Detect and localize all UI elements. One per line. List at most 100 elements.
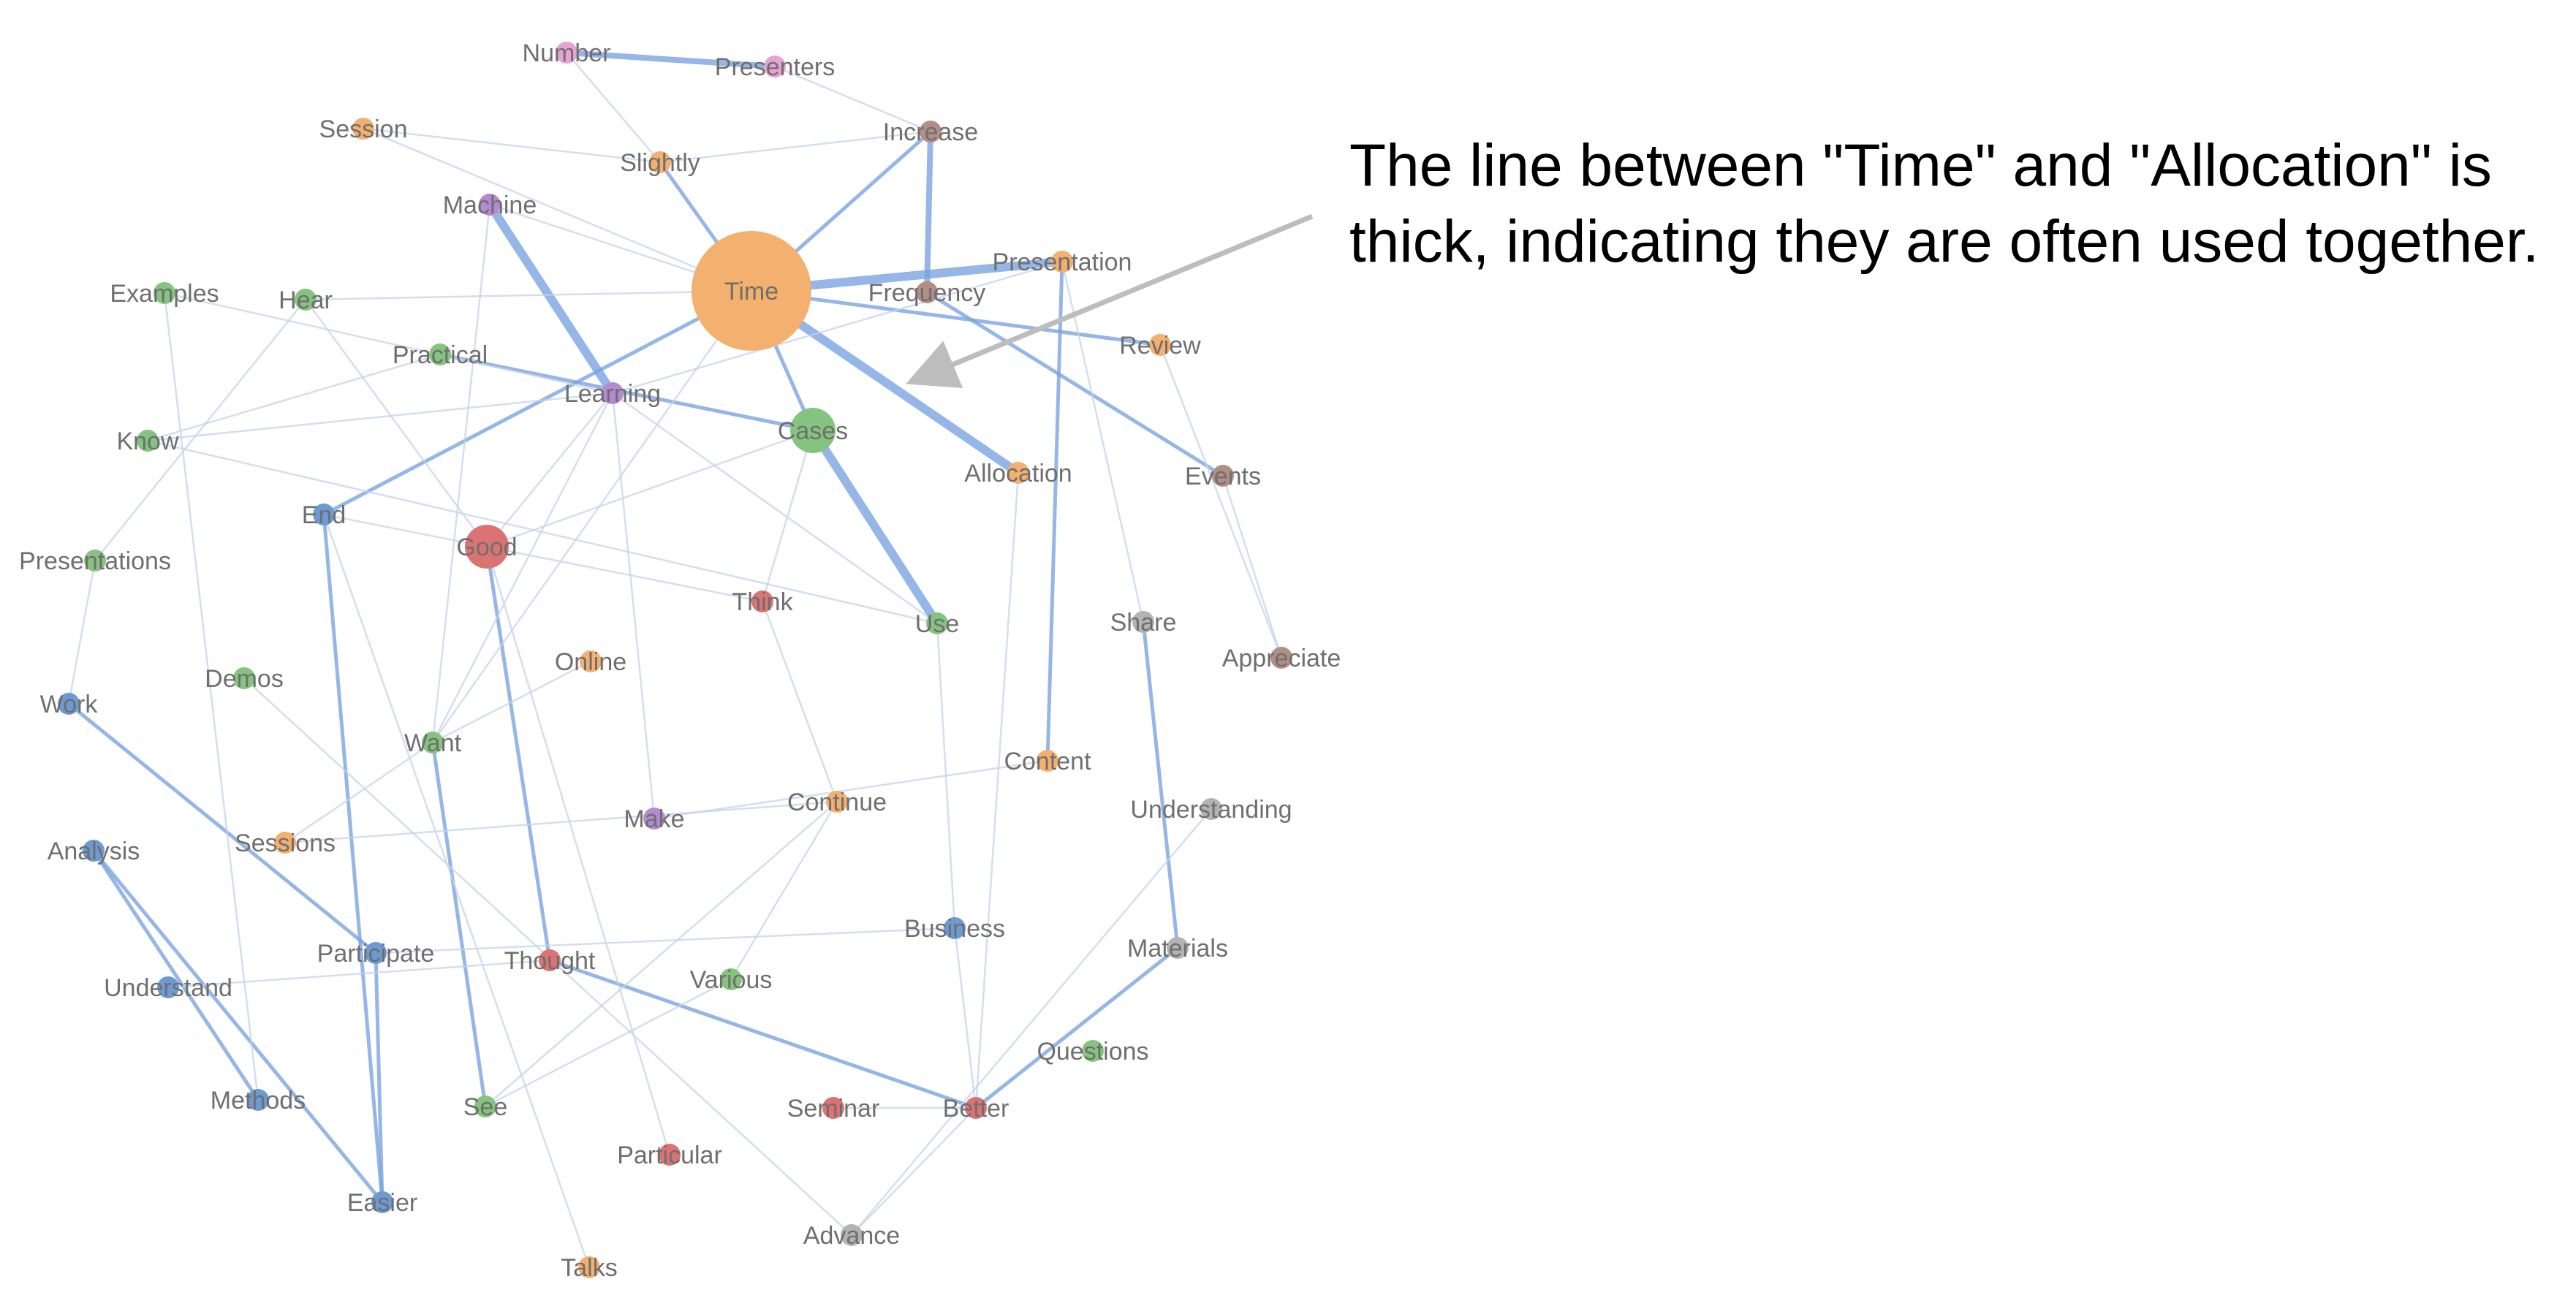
node-machine: Machine xyxy=(443,191,537,219)
edge-good-particular xyxy=(485,545,671,1156)
edge-end-think xyxy=(322,513,764,603)
node-practical: Practical xyxy=(393,341,488,369)
node-questions: Questions xyxy=(1037,1038,1148,1066)
node-circle-use xyxy=(926,612,948,634)
node-circle-make xyxy=(643,808,665,829)
node-events: Events xyxy=(1185,463,1261,490)
edge-frequency-events xyxy=(925,290,1225,478)
edge-increase-frequency xyxy=(924,129,933,295)
edge-share-materials xyxy=(1141,620,1180,950)
edge-slightly-increase xyxy=(659,130,932,164)
node-label-number: Number xyxy=(523,39,611,67)
edge-analysis-easier xyxy=(91,848,384,1204)
node-circle-think xyxy=(751,590,773,612)
node-circle-various xyxy=(720,968,742,990)
node-circle-learning xyxy=(602,382,624,404)
node-want: Want xyxy=(404,729,462,757)
node-circle-online xyxy=(580,650,602,672)
node-label-know: Know xyxy=(116,428,178,455)
edge-hear-time xyxy=(304,289,753,301)
node-label-participate: Participate xyxy=(317,940,435,968)
edge-continue-see xyxy=(484,800,838,1108)
node-content: Content xyxy=(1004,748,1091,775)
edge-participate-business xyxy=(374,927,956,954)
node-appreciate: Appreciate xyxy=(1222,645,1341,672)
edge-hear-good xyxy=(304,298,488,548)
node-allocation: Allocation xyxy=(964,460,1072,487)
edge-want-sessions xyxy=(284,741,434,844)
node-presentation: Presentation xyxy=(993,248,1132,276)
node-understanding: Understanding xyxy=(1130,796,1292,824)
node-label-understand: Understand xyxy=(104,974,232,1002)
node-circle-practical xyxy=(429,343,451,365)
node-continue: Continue xyxy=(787,789,887,816)
node-presenters: Presenters xyxy=(715,53,835,81)
node-various: Various xyxy=(690,966,773,994)
node-circle-good xyxy=(465,525,509,569)
node-label-share: Share xyxy=(1110,609,1177,637)
node-circle-understanding xyxy=(1200,798,1222,820)
edge-sessions-continue xyxy=(284,800,838,844)
node-label-make: Make xyxy=(624,805,684,833)
edge-participate-easier xyxy=(374,951,384,1204)
node-understand: Understand xyxy=(104,974,232,1002)
node-circle-sessions xyxy=(274,832,296,854)
node-label-thought: Thought xyxy=(504,947,596,975)
node-label-time: Time xyxy=(724,278,779,305)
edge-examples-learning xyxy=(163,292,614,395)
node-circle-allocation xyxy=(1007,462,1029,484)
node-better: Better xyxy=(943,1095,1009,1123)
node-circle-work xyxy=(58,693,80,715)
node-sessions: Sessions xyxy=(235,829,336,857)
node-think: Think xyxy=(732,588,793,616)
edge-session-time xyxy=(362,127,753,292)
node-materials: Materials xyxy=(1127,935,1228,962)
node-label-frequency: Frequency xyxy=(868,279,986,307)
edge-cases-think xyxy=(761,429,814,603)
node-label-use: Use xyxy=(915,610,959,638)
node-circle-share xyxy=(1132,611,1154,633)
node-label-questions: Questions xyxy=(1037,1038,1148,1066)
node-circle-appreciate xyxy=(1270,647,1292,669)
node-circle-methods xyxy=(247,1089,269,1111)
node-circle-understand xyxy=(157,976,179,998)
node-label-better: Better xyxy=(943,1095,1009,1123)
node-label-continue: Continue xyxy=(787,789,887,816)
node-label-various: Various xyxy=(690,966,773,994)
node-label-work: Work xyxy=(40,691,99,718)
node-circle-review xyxy=(1149,334,1171,356)
edge-understanding-advance xyxy=(850,808,1213,1237)
node-circle-particular xyxy=(659,1144,681,1166)
node-cases: Cases xyxy=(778,408,848,453)
node-talks: Talks xyxy=(561,1254,617,1282)
edge-want-online xyxy=(431,660,592,744)
node-make: Make xyxy=(624,805,684,833)
node-participate: Participate xyxy=(317,940,435,968)
node-label-appreciate: Appreciate xyxy=(1222,645,1341,672)
edge-learning-make xyxy=(611,392,656,820)
node-circle-events xyxy=(1212,465,1234,487)
node-hear: Hear xyxy=(279,286,333,314)
node-easier: Easier xyxy=(347,1189,417,1217)
node-use: Use xyxy=(915,610,959,638)
node-circle-cases xyxy=(790,408,836,453)
edge-know-use xyxy=(146,439,939,625)
node-circle-seminar xyxy=(822,1097,844,1119)
node-circle-easier xyxy=(371,1191,393,1213)
node-circle-continue xyxy=(826,791,848,813)
edge-good-learning xyxy=(485,392,614,548)
node-thought: Thought xyxy=(504,947,596,975)
node-circle-increase xyxy=(920,121,942,143)
node-circle-advance xyxy=(841,1224,863,1246)
node-circle-want xyxy=(422,732,444,753)
edge-machine-want xyxy=(431,203,491,744)
edge-end-talks xyxy=(322,513,591,1269)
edge-end-easier xyxy=(322,512,384,1204)
node-label-good: Good xyxy=(456,533,517,561)
node-label-sessions: Sessions xyxy=(235,829,336,857)
node-label-demos: Demos xyxy=(205,665,284,693)
node-examples: Examples xyxy=(110,280,219,308)
node-see: See xyxy=(463,1093,508,1121)
edge-make-content xyxy=(653,759,1049,820)
